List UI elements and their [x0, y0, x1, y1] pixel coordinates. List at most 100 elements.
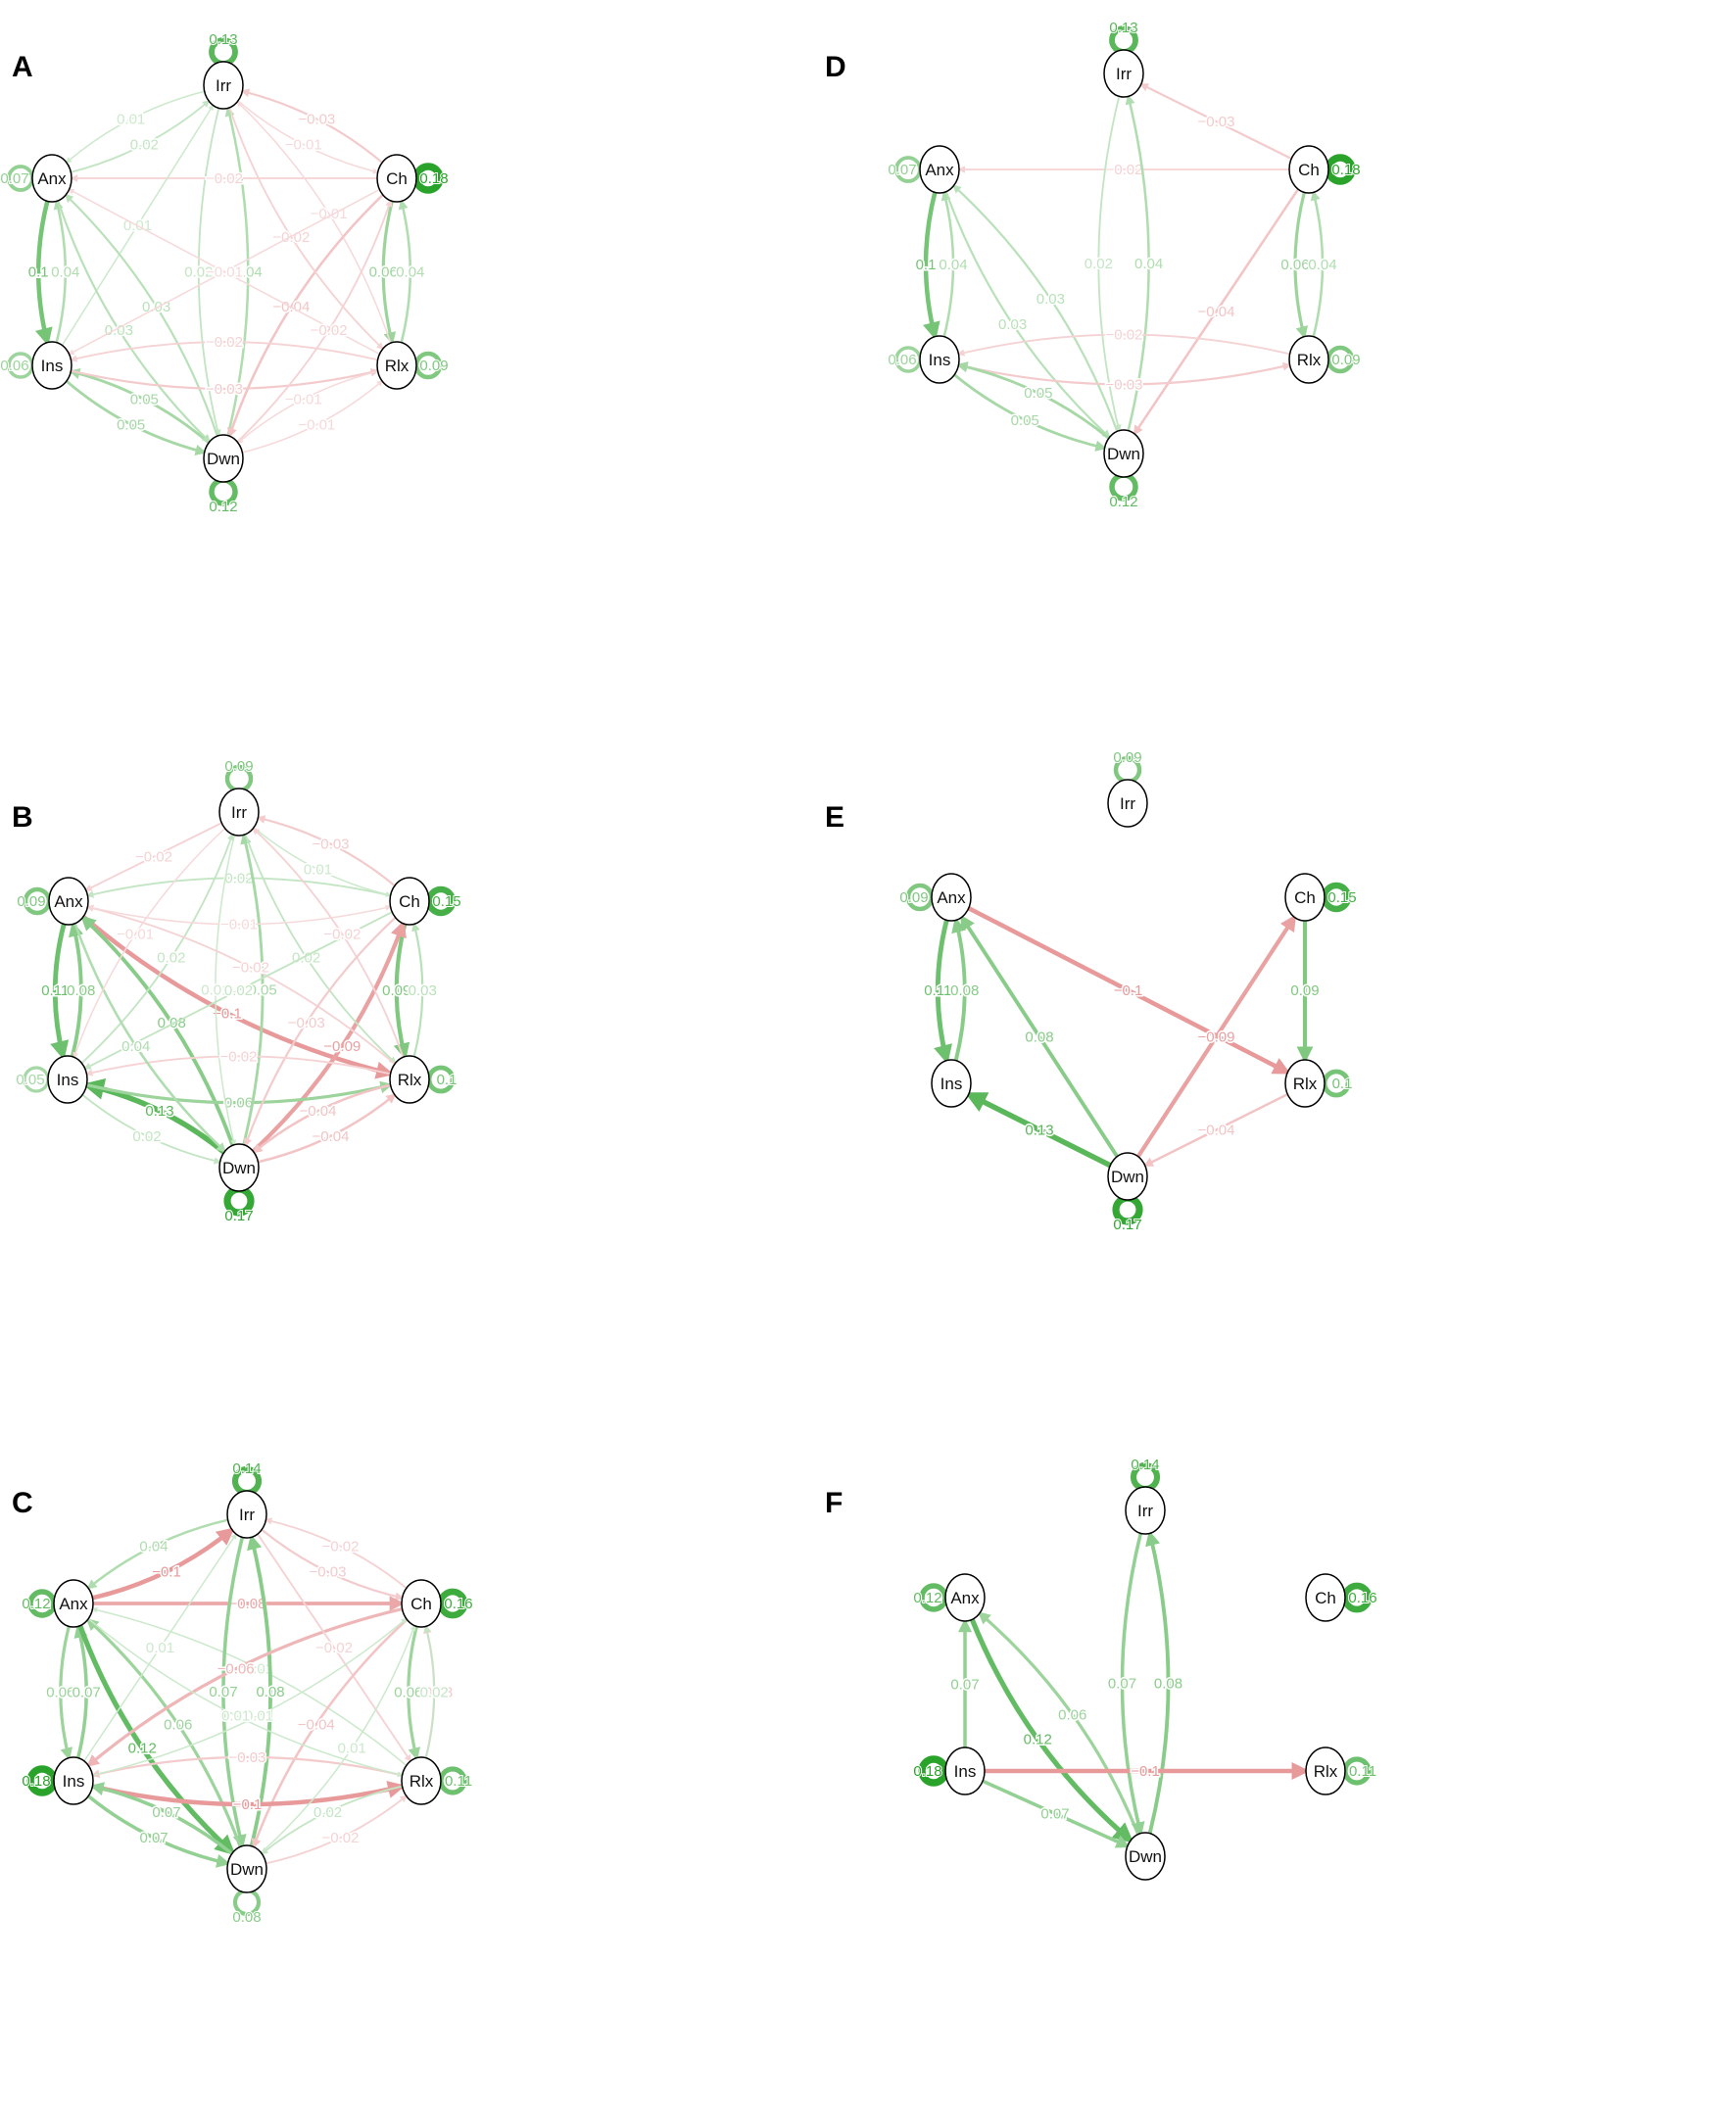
loop-weight-label: 0.18	[1331, 162, 1360, 178]
edge-irr-ins: −0.01	[72, 828, 226, 1059]
loop-weight-label: 0.07	[888, 162, 916, 178]
edge-weight-label: −0.03	[288, 1015, 325, 1031]
edge-ch-dwn: −0.04	[1133, 188, 1300, 436]
node-label: Rlx	[1293, 1075, 1318, 1093]
node-label: Anx	[54, 892, 83, 911]
self-loop-anx: 0.12	[912, 1583, 948, 1612]
edge-rlx-anx: −0.02	[85, 904, 396, 1065]
node-rlx: Rlx	[1288, 335, 1329, 384]
node-label: Dwn	[1129, 1847, 1162, 1866]
edge-dwn-ch: −0.09	[251, 920, 407, 1153]
self-loop-ch: 0.18	[412, 163, 450, 194]
node-ch: Ch	[1284, 873, 1326, 922]
node-rlx: Rlx	[401, 1756, 442, 1805]
edge-ch-anx: −0.02	[70, 169, 377, 189]
node-dwn: Dwn	[218, 1143, 260, 1192]
edge-weight-label: −0.02	[135, 849, 172, 866]
edge-weight-label: −0.02	[220, 1048, 258, 1065]
edge-weight-label: −0.1	[152, 1564, 181, 1581]
node-label: Ch	[399, 892, 420, 911]
edge-weight-label: 0.05	[130, 392, 159, 408]
self-loop-dwn: 0.08	[231, 1888, 263, 1927]
edge-weight-label: −0.02	[206, 334, 243, 351]
self-loop-dwn: 0.12	[208, 477, 239, 516]
loop-weight-label: 0.16	[1348, 1590, 1376, 1606]
edge-ins-anx: 0.07	[949, 1618, 981, 1747]
edge-weight-label: 0.08	[950, 982, 979, 999]
edge-ins-anx: 0.04	[938, 190, 969, 337]
edge-anx-irr: −0.1	[91, 1527, 235, 1601]
edge-anx-irr: 0.02	[71, 100, 211, 173]
edge-irr-dwn: 0.01	[200, 835, 237, 1146]
self-loop-ins: 0.05	[15, 1066, 50, 1093]
node-ins: Ins	[944, 1746, 986, 1795]
node-ins: Ins	[31, 341, 72, 390]
edge-weight-label: 0.02	[313, 1804, 342, 1821]
edge-anx-rlx: 0.01	[87, 1618, 404, 1778]
edge-ch-ins: 0.02	[83, 911, 393, 1070]
node-anx: Anx	[48, 877, 89, 926]
self-loop-ch: 0.16	[1341, 1582, 1378, 1613]
node-irr: Irr	[218, 788, 260, 837]
loop-weight-label: 0.17	[224, 1208, 253, 1224]
edge-ch-irr: −0.03	[256, 815, 396, 887]
self-loop-ins: 0.18	[21, 1765, 58, 1796]
node-label: Ch	[386, 169, 408, 188]
edge-weight-label: 0.07	[1040, 1806, 1069, 1823]
node-label: Irr	[231, 803, 247, 822]
node-label: Anx	[925, 161, 954, 179]
edge-dwn-irr: 0.05	[240, 833, 278, 1146]
edge-weight-label: 0.01	[245, 1707, 273, 1724]
loop-weight-label: 0.12	[209, 499, 237, 515]
node-label: Ins	[57, 1071, 79, 1089]
loop-weight-label: 0.12	[913, 1590, 941, 1606]
self-loop-ins: 0.06	[0, 352, 34, 379]
edge-weight-label: 0.1	[28, 264, 49, 281]
self-loop-rlx: 0.11	[438, 1766, 473, 1795]
edge-weight-label: 0.06	[1280, 257, 1309, 273]
edge-dwn-anx: 0.06	[978, 1611, 1140, 1836]
edge-weight-label: 0.13	[1025, 1123, 1053, 1139]
loop-weight-label: 0.09	[419, 358, 448, 374]
edge-weight-label: 0.02	[420, 1685, 449, 1701]
self-loop-irr: 0.13	[1108, 19, 1139, 55]
edge-weight-label: −0.03	[298, 111, 335, 127]
edge-weight-label: 0.02	[224, 982, 253, 999]
edge-weight-label: 0.08	[256, 1684, 284, 1700]
edge-weight-label: 0.03	[1037, 291, 1065, 308]
edge-ins-anx: 0.08	[66, 921, 97, 1058]
node-rlx: Rlx	[389, 1055, 430, 1104]
edge-dwn-ins: 0.07	[89, 1782, 233, 1855]
loop-weight-label: 0.18	[22, 1773, 50, 1790]
node-label: Ch	[410, 1595, 432, 1613]
edge-ins-dwn: 0.02	[81, 1093, 222, 1165]
node-label: Rlx	[1297, 351, 1322, 369]
edge-ins-rlx: −0.03	[958, 361, 1292, 395]
node-anx: Anx	[53, 1579, 94, 1628]
node-ch: Ch	[1288, 145, 1329, 194]
panel-label-d: D	[825, 51, 846, 83]
edge-weight-label: −0.08	[229, 1596, 266, 1612]
edge-weight-label: −0.04	[1198, 304, 1235, 320]
edge-weight-label: −0.01	[311, 206, 348, 222]
node-irr: Irr	[203, 61, 244, 110]
edge-anx-dwn: 0.04	[73, 923, 227, 1153]
loop-weight-label: 0.18	[913, 1763, 941, 1780]
edge-weight-label: 0.06	[369, 264, 398, 281]
edge-irr-anx: 0.01	[65, 90, 205, 164]
edge-weight-label: 0.09	[1290, 982, 1319, 999]
edge-weight-label: 0.01	[201, 982, 229, 999]
loop-weight-label: 0.05	[16, 1072, 44, 1088]
loop-weight-label: 0.16	[444, 1596, 472, 1612]
edge-dwn-irr: 0.08	[1145, 1530, 1184, 1835]
node-rlx: Rlx	[1305, 1746, 1346, 1795]
edge-weight-label: −0.03	[309, 1564, 346, 1581]
edge-dwn-anx: 0.03	[952, 184, 1119, 432]
edge-rlx-anx: −0.01	[68, 188, 380, 356]
edge-weight-label: −0.03	[1106, 376, 1143, 393]
edge-weight-label: 0.07	[152, 1804, 180, 1821]
edge-weight-label: −0.02	[1106, 327, 1143, 344]
